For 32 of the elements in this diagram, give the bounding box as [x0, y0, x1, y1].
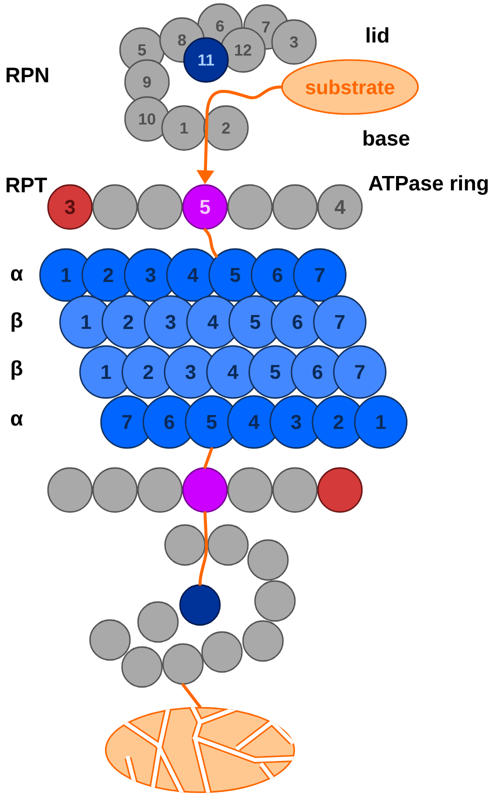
- part-label: β: [12, 312, 22, 332]
- subunit-circle: [162, 643, 204, 685]
- part-label: ATPase ring: [368, 175, 488, 195]
- subunit-circle: [137, 467, 183, 513]
- subunit-circle: [317, 467, 363, 513]
- subunit-circle: [92, 467, 138, 513]
- part-label: RPT: [6, 178, 47, 192]
- subunit-circle: [89, 619, 131, 661]
- subunit-circle: [227, 467, 273, 513]
- subunit-circle: [137, 601, 179, 643]
- subunit-circle: [92, 184, 138, 230]
- part-label: RPN: [6, 68, 48, 82]
- subunit-circle: [137, 184, 183, 230]
- subunit-circle: [164, 524, 206, 566]
- subunit-circle: [227, 184, 273, 230]
- part-label: β: [12, 360, 22, 380]
- part-label: base: [364, 130, 410, 146]
- subunit-circle: [179, 584, 221, 626]
- subunit-circle: [121, 646, 163, 688]
- part-label: α: [11, 269, 23, 281]
- subunit-circle: [182, 467, 228, 513]
- part-label: α: [11, 414, 23, 426]
- subunit-circle: [242, 620, 284, 662]
- subunit-circle: [247, 539, 289, 581]
- subunit-circle: [201, 631, 243, 673]
- subunit-circle: [47, 467, 93, 513]
- subunit-circle: [272, 467, 318, 513]
- subunit-circle: [207, 524, 249, 566]
- fragments-drawing: [105, 707, 295, 793]
- part-label: lid: [366, 27, 388, 43]
- subunit-circle: [254, 580, 296, 622]
- subunit-circle: [272, 184, 318, 230]
